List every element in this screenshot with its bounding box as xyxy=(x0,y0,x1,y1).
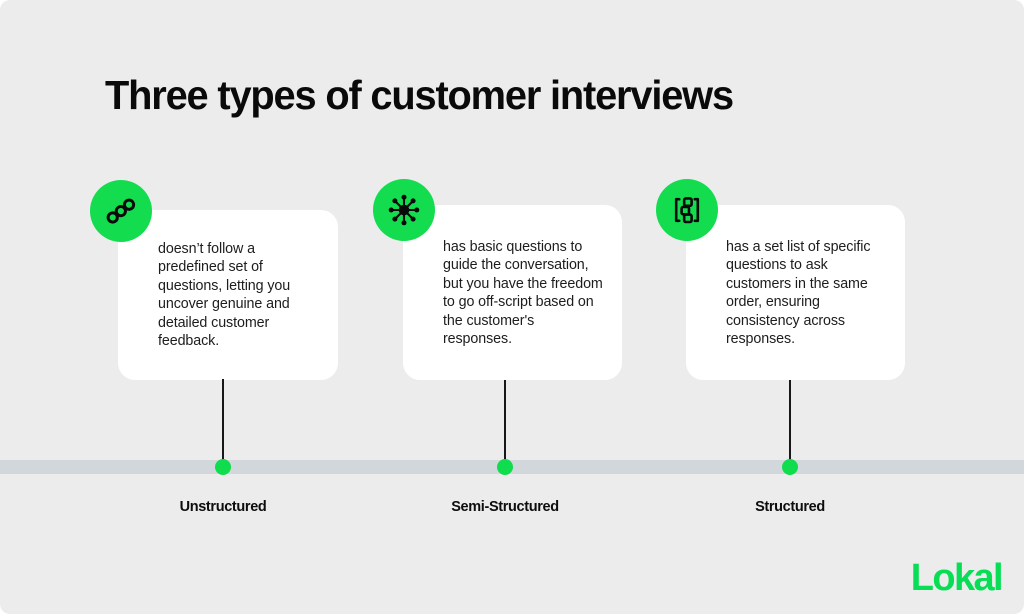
card-semi-structured: has basic questions to guide the convers… xyxy=(403,205,622,380)
chain-nodes-icon xyxy=(90,180,152,242)
card-description: has basic questions to guide the convers… xyxy=(443,239,603,348)
connector-line-structured xyxy=(789,380,791,469)
timeline-label-semi-structured: Semi-Structured xyxy=(451,499,559,515)
timeline-node-structured[interactable] xyxy=(782,459,798,475)
connector-line-unstructured xyxy=(222,379,224,469)
hub-spoke-network-icon xyxy=(373,179,435,241)
timeline-node-semi-structured[interactable] xyxy=(497,459,513,475)
page-title: Three types of customer interviews xyxy=(105,72,734,118)
timeline-node-unstructured[interactable] xyxy=(215,459,231,475)
brand-logo[interactable]: Lokal xyxy=(910,557,1004,599)
connector-line-semi-structured xyxy=(504,380,506,469)
card-description: doesn’t follow a predefined set of quest… xyxy=(158,241,291,350)
card-description: has a set list of specific questions to … xyxy=(726,239,871,348)
bracketed-squares-icon xyxy=(656,179,718,241)
timeline-label-structured: Structured xyxy=(755,499,825,515)
card-unstructured: doesn’t follow a predefined set of quest… xyxy=(118,210,338,380)
card-structured: has a set list of specific questions to … xyxy=(686,205,905,380)
timeline-label-unstructured: Unstructured xyxy=(179,499,267,515)
